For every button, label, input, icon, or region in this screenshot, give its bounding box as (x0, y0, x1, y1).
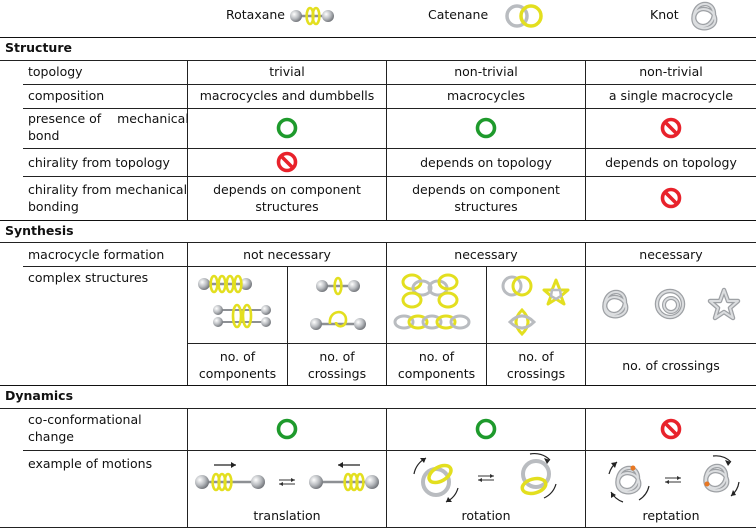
red-prohibition-icon (660, 187, 682, 209)
row-label-complex-structures: complex structures (28, 270, 149, 285)
cell-composition-rotaxane: macrocycles and dumbbells (199, 88, 375, 103)
red-prohibition-icon (276, 151, 298, 173)
row-label-co-conformational-2: change (28, 429, 75, 444)
cell-motion-rotaxane: translation (253, 508, 321, 523)
poly-catenane-illustration (393, 273, 471, 330)
reptation-illustration (608, 455, 740, 503)
green-ring-icon (475, 117, 497, 139)
green-ring-icon (276, 418, 298, 440)
row-label-composition: composition (28, 88, 105, 103)
cell-topology-catenane: non-trivial (454, 64, 518, 79)
cell-chirality-mech-catenane-2: structures (454, 199, 518, 214)
cell-rotaxane-crossings: no. of (319, 349, 355, 364)
row-label-mechanical-bond-2: bond (28, 128, 60, 143)
header-catenane: Catenane (428, 7, 489, 22)
cell-macrocycle-knot: necessary (639, 247, 703, 262)
section-structure: Structure (5, 40, 72, 55)
header-rotaxane: Rotaxane (226, 7, 286, 22)
section-dynamics: Dynamics (5, 388, 74, 403)
cell-macrocycle-rotaxane: not necessary (243, 247, 331, 262)
cell-rotaxane-components-2: components (198, 366, 277, 381)
rotaxane-icon (288, 6, 336, 26)
rule-top (0, 37, 756, 38)
cell-catenane-components: no. of (418, 349, 455, 364)
cell-chirality-mech-catenane: depends on component (412, 182, 560, 197)
row-label-topology: topology (28, 64, 83, 79)
cell-macrocycle-catenane: necessary (454, 247, 518, 262)
header-knot: Knot (650, 7, 679, 22)
rule-structure-end (0, 220, 756, 221)
poly-rotaxane-illustration (198, 274, 271, 329)
catenane-crossings-illustration (501, 275, 570, 337)
rule-synthesis-end (0, 385, 756, 386)
cell-chirality-mech-rotaxane-2: structures (255, 199, 319, 214)
section-synthesis: Synthesis (5, 223, 74, 238)
cell-motion-catenane: rotation (461, 508, 511, 523)
catenane-icon (505, 4, 543, 28)
rotation-illustration (413, 452, 557, 503)
row-label-chirality-mechanical: chirality from mechanical (28, 182, 188, 197)
knot-complex-illustration (590, 287, 741, 321)
row-label-motions: example of motions (28, 456, 153, 471)
row-label-chirality-mechanical-2: bonding (28, 199, 79, 214)
red-prohibition-icon (660, 117, 682, 139)
row-label-macrocycle-formation: macrocycle formation (28, 247, 165, 262)
green-ring-icon (276, 117, 298, 139)
cell-composition-catenane: macrocycles (446, 88, 526, 103)
cell-chirality-topology-knot: depends on topology (605, 155, 737, 170)
rule-structure (0, 60, 756, 61)
cell-rotaxane-components: no. of (219, 349, 256, 364)
rule-synthesis (0, 242, 756, 243)
cell-rotaxane-crossings-2: crossings (307, 366, 367, 381)
red-prohibition-icon (660, 418, 682, 440)
rule-dynamics (0, 408, 756, 409)
cell-chirality-mech-rotaxane: depends on component (213, 182, 361, 197)
cell-motion-knot: reptation (642, 508, 700, 523)
cell-catenane-crossings: no. of (518, 349, 554, 364)
cell-topology-rotaxane: trivial (269, 64, 305, 79)
cell-topology-knot: non-trivial (639, 64, 703, 79)
knot-icon (690, 1, 720, 31)
cell-knot-crossings: no. of crossings (622, 358, 720, 373)
translation-illustration (195, 462, 379, 492)
green-ring-icon (475, 418, 497, 440)
rotaxane-crossings-illustration (310, 276, 366, 330)
rule-bottom (0, 527, 756, 528)
cell-chirality-topology-catenane: depends on topology (420, 155, 552, 170)
cell-catenane-components-2: components (397, 366, 476, 381)
cell-composition-knot: a single macrocycle (608, 88, 734, 103)
row-label-chirality-topology: chirality from topology (28, 155, 170, 170)
row-label-mechanical-bond: presence of mechanical (28, 111, 189, 126)
cell-catenane-crossings-2: crossings (506, 366, 566, 381)
row-label-co-conformational: co-conformational (28, 412, 142, 427)
